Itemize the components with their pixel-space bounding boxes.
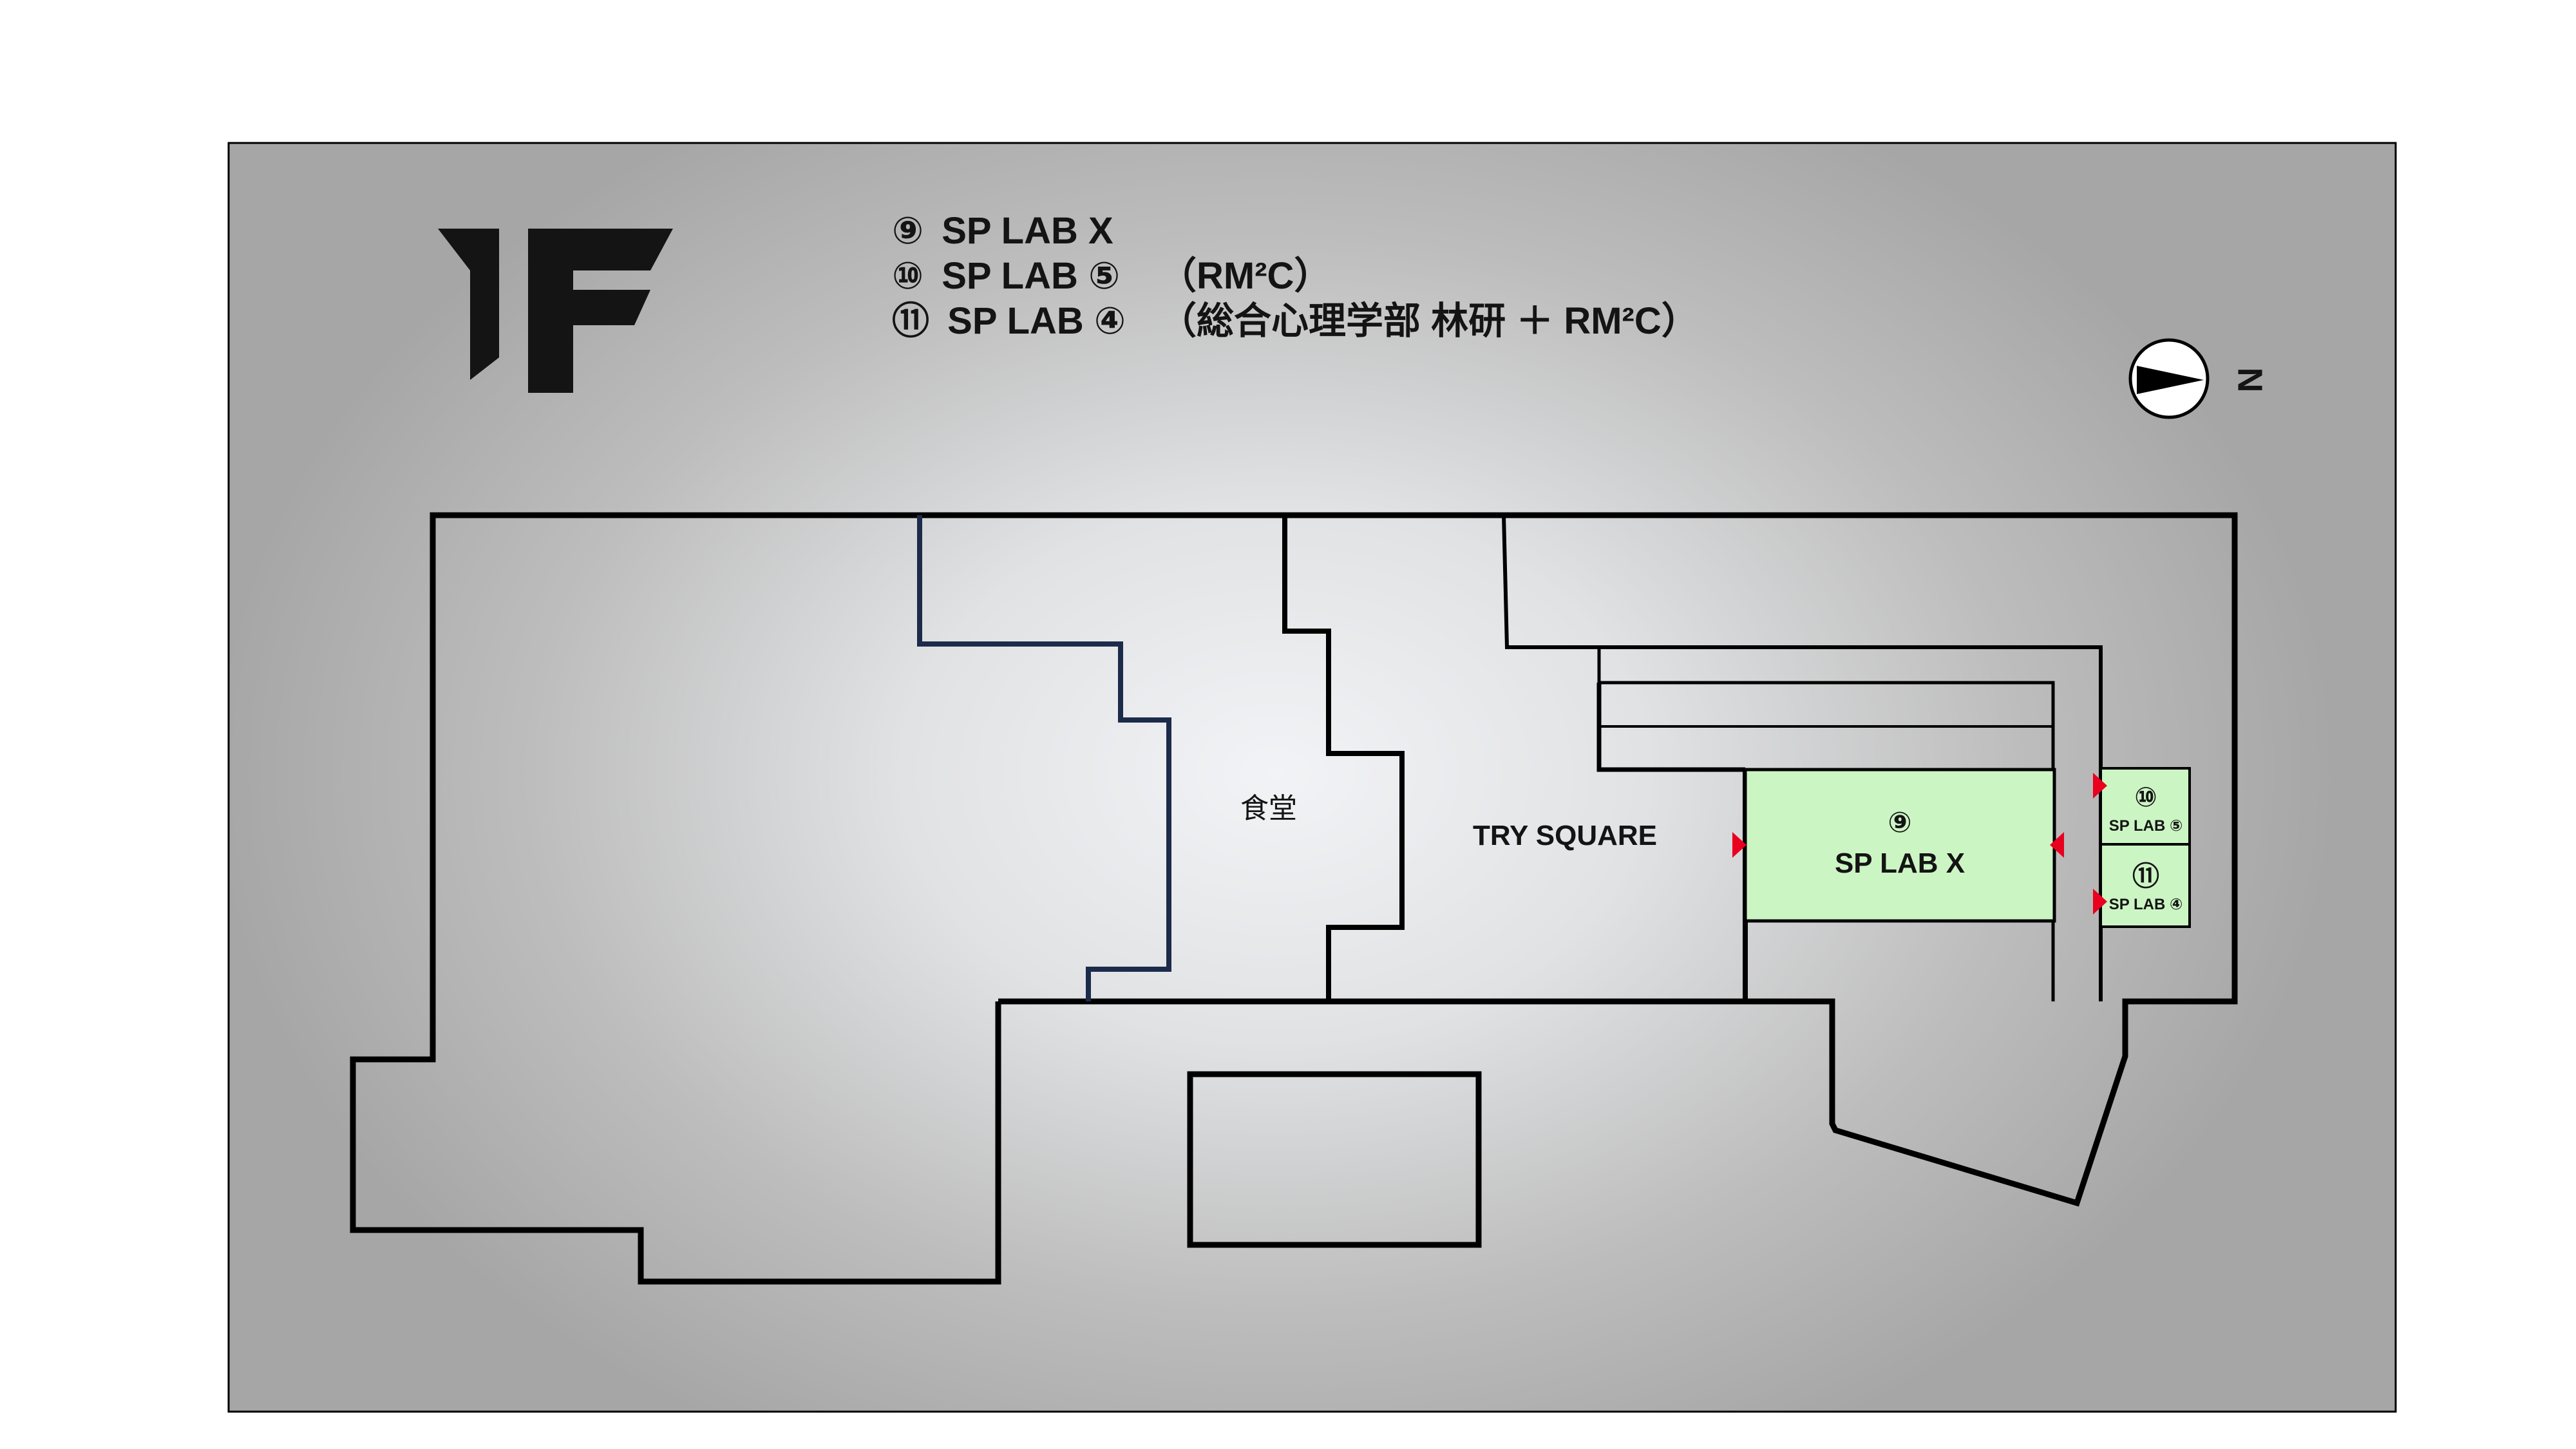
cafeteria-boundary xyxy=(917,515,1171,1001)
legend-row-10: ⑩ SP LAB ⑤ xyxy=(892,255,1120,297)
cafeteria-label: 食堂 xyxy=(1240,793,1297,824)
legend-note-11: （総合心理学部 林研 ＋ RM²C） xyxy=(1159,300,1699,342)
entrance-marker-icon xyxy=(1732,832,1747,858)
building xyxy=(350,512,2238,1285)
lab9-name: SP LAB X xyxy=(1835,848,1965,879)
legend: ⑨ SP LAB X ⑩ SP LAB ⑤ （RM²C） ⑪ SP LAB ④ … xyxy=(892,210,1699,342)
legend-number-10: ⑩ xyxy=(892,255,923,297)
entrance-marker-icon xyxy=(2093,773,2107,799)
legend-name-10: SP LAB ⑤ xyxy=(942,255,1120,297)
lab11-number: ⑪ xyxy=(2132,861,2159,891)
legend-number-11: ⑪ xyxy=(892,300,929,342)
cafeteria-divider-wall xyxy=(1282,515,1405,1001)
lab11-name: SP LAB ④ xyxy=(2109,896,2183,913)
entrance-marker-icon xyxy=(2093,889,2107,914)
legend-row-9: ⑨ SP LAB X xyxy=(892,210,1113,252)
legend-name-9: SP LAB X xyxy=(942,210,1113,252)
lab11-room[interactable] xyxy=(2099,843,2191,928)
service-block-room xyxy=(1187,1071,1482,1248)
lab-zone-inner-wall xyxy=(1596,683,1745,772)
entrance-markers xyxy=(1732,773,2107,914)
legend-number-9: ⑨ xyxy=(892,210,923,252)
try-square-label: TRY SQUARE xyxy=(1473,820,1657,851)
lab9-number: ⑨ xyxy=(1888,807,1911,838)
legend-name-11: SP LAB ④ xyxy=(947,300,1126,342)
lab10-room[interactable] xyxy=(2099,767,2191,846)
lab9-room[interactable] xyxy=(1743,768,2056,923)
floor-label-1f: 1F xyxy=(438,229,728,419)
legend-note-10: （RM²C） xyxy=(1159,255,1331,297)
lab10-name: SP LAB ⑤ xyxy=(2109,817,2183,835)
compass: N xyxy=(2128,338,2269,419)
compass-label: N xyxy=(2231,368,2269,393)
lab10-number: ⑩ xyxy=(2134,782,2157,812)
building-outer-wall xyxy=(350,512,2238,1285)
compass-arrow-icon xyxy=(2137,366,2204,394)
entrance-marker-icon xyxy=(2050,832,2064,858)
floor-label-text: 1F xyxy=(547,247,728,419)
legend-row-11: ⑪ SP LAB ④ xyxy=(892,300,1126,342)
